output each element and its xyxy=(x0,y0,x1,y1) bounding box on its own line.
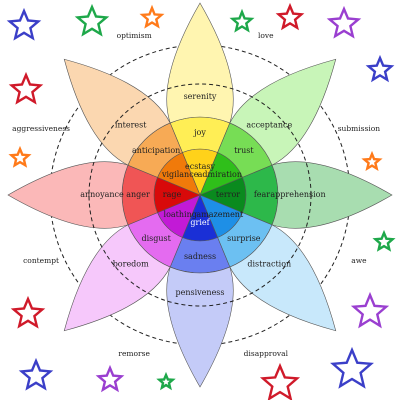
label-fear-inner: terror xyxy=(216,190,240,199)
label-disgust-outer: boredom xyxy=(113,259,149,268)
star-icon xyxy=(156,371,176,391)
petal-trust-outer xyxy=(229,58,337,166)
petal-surprise-outer xyxy=(229,224,337,332)
star-icon xyxy=(350,291,390,329)
label-trust-inner: admiration xyxy=(198,170,242,179)
label-disgust-inner: loathing xyxy=(164,210,197,219)
petal-anticipation-outer xyxy=(63,58,171,166)
star-icon xyxy=(330,346,374,389)
label-anticipation-inner: vigilance xyxy=(161,170,199,179)
star-icon xyxy=(139,4,165,29)
dyad-label-remorse: remorse xyxy=(118,349,150,358)
dyad-label-contempt: contempt xyxy=(23,256,59,265)
star-icon xyxy=(74,3,110,37)
label-fear-middle: fear xyxy=(254,190,270,199)
star-icon xyxy=(275,2,305,31)
dyad-label-submission: submission xyxy=(338,124,381,133)
label-anticipation-middle: anticipation xyxy=(132,146,180,155)
dyad-label-love: love xyxy=(258,31,274,40)
label-sadness-middle: sadness xyxy=(184,252,216,261)
label-joy-inner: ecstasy xyxy=(185,162,215,171)
dyad-label-disapproval: disapproval xyxy=(244,349,289,358)
label-joy-middle: joy xyxy=(193,128,206,137)
label-anger-outer: annoyance xyxy=(80,190,124,199)
star-icon xyxy=(8,145,32,168)
star-icon xyxy=(372,229,396,252)
petal-sadness-outer xyxy=(166,266,234,388)
star-icon xyxy=(8,71,44,105)
star-icon xyxy=(259,362,301,400)
label-trust-outer: acceptance xyxy=(246,121,292,130)
star-icon xyxy=(365,54,395,83)
star-icon xyxy=(6,7,42,41)
star-icon xyxy=(229,8,255,33)
label-sadness-inner: grief xyxy=(190,218,210,227)
label-surprise-inner: amazement xyxy=(196,210,244,219)
petal-disgust-outer xyxy=(63,224,171,332)
label-anger-inner: rage xyxy=(163,190,182,199)
star-icon xyxy=(18,357,54,391)
star-icon xyxy=(326,5,362,39)
star-icon xyxy=(10,295,46,329)
label-fear-outer: apprehension xyxy=(270,190,325,199)
petal-joy-outer xyxy=(166,2,234,124)
star-icon xyxy=(361,150,383,172)
label-trust-middle: trust xyxy=(234,146,254,155)
label-joy-outer: serenity xyxy=(184,92,217,101)
label-anger-middle: anger xyxy=(126,190,150,199)
star-icon xyxy=(95,364,125,393)
dyad-label-awe: awe xyxy=(351,256,367,265)
petal-anger-outer xyxy=(7,161,129,229)
label-disgust-middle: disgust xyxy=(141,234,171,243)
middle-dashed-ring xyxy=(88,83,312,307)
dyad-label-aggressiveness: aggressiveness xyxy=(12,124,70,133)
label-sadness-outer: pensiveness xyxy=(175,288,224,297)
label-surprise-middle: surprise xyxy=(227,234,261,243)
petal-fear-outer xyxy=(271,161,393,229)
label-surprise-outer: distraction xyxy=(247,259,291,268)
label-anticipation-outer: interest xyxy=(115,121,147,130)
dyad-label-optimism: optimism xyxy=(117,31,152,40)
